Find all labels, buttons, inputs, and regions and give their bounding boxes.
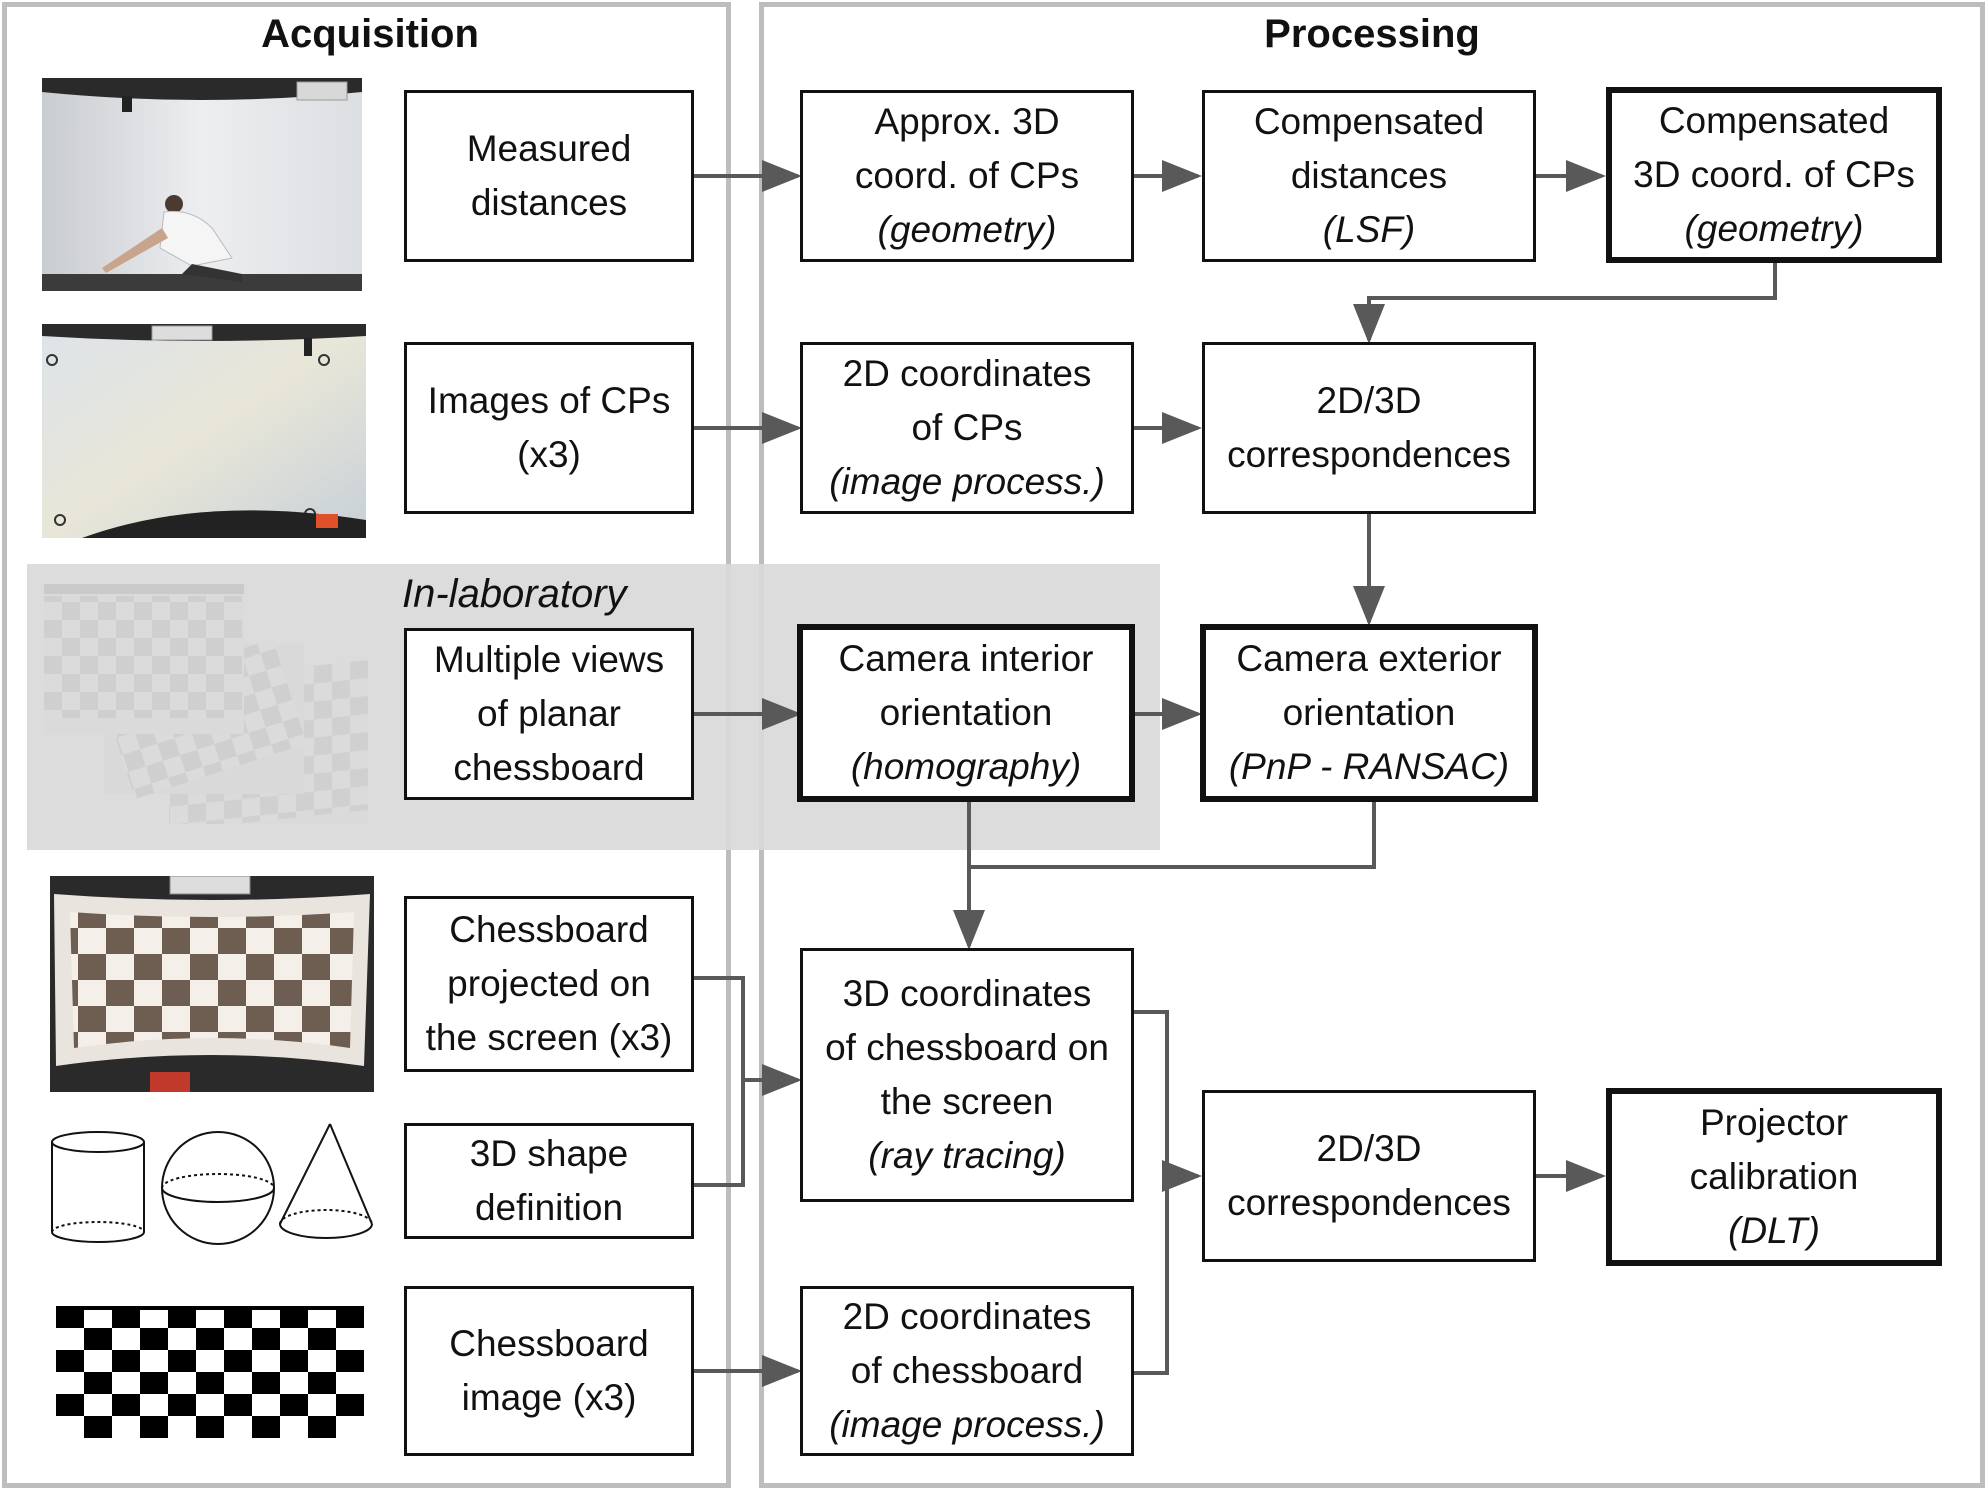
acquisition-title: Acquisition bbox=[261, 12, 479, 56]
box-2d-coordinates-cps: 2D coordinates of CPs (image process.) bbox=[800, 342, 1134, 514]
box-3d-coordinates-chessboard: 3D coordinates of chessboard on the scre… bbox=[800, 948, 1134, 1202]
in-laboratory-label: In-laboratory bbox=[402, 572, 627, 616]
box-chessboard-image: Chessboard image (x3) bbox=[404, 1286, 694, 1456]
box-approx-3d-coord: Approx. 3D coord. of CPs (geometry) bbox=[800, 90, 1134, 262]
box-3d-shape-definition: 3D shape definition bbox=[404, 1123, 694, 1239]
box-2d3d-correspondences-chessboard: 2D/3D correspondences bbox=[1202, 1090, 1536, 1262]
box-projector-calibration: Projector calibration (DLT) bbox=[1606, 1088, 1942, 1266]
chessboard-image-pattern bbox=[56, 1306, 364, 1438]
box-camera-exterior-orientation: Camera exterior orientation (PnP - RANSA… bbox=[1200, 624, 1538, 802]
box-compensated-3d-coord: Compensated 3D coord. of CPs (geometry) bbox=[1606, 87, 1942, 263]
box-compensated-distances: Compensated distances (LSF) bbox=[1202, 90, 1536, 262]
box-2d3d-correspondences-cps: 2D/3D correspondences bbox=[1202, 342, 1536, 514]
photo-projected-chessboard bbox=[50, 876, 374, 1092]
photo-measuring-distances bbox=[42, 78, 362, 291]
processing-title: Processing bbox=[1264, 12, 1480, 56]
photo-cp-images bbox=[42, 324, 366, 538]
box-2d-coordinates-chessboard: 2D coordinates of chessboard (image proc… bbox=[800, 1286, 1134, 1456]
shapes-cylinder-sphere-cone bbox=[50, 1120, 380, 1250]
box-camera-interior-orientation: Camera interior orientation (homography) bbox=[797, 624, 1135, 802]
box-measured-distances: Measured distances bbox=[404, 90, 694, 262]
box-multiple-views-chessboard: Multiple views of planar chessboard bbox=[404, 628, 694, 800]
box-chessboard-projected: Chessboard projected on the screen (x3) bbox=[404, 896, 694, 1072]
box-images-of-cps: Images of CPs (x3) bbox=[404, 342, 694, 514]
